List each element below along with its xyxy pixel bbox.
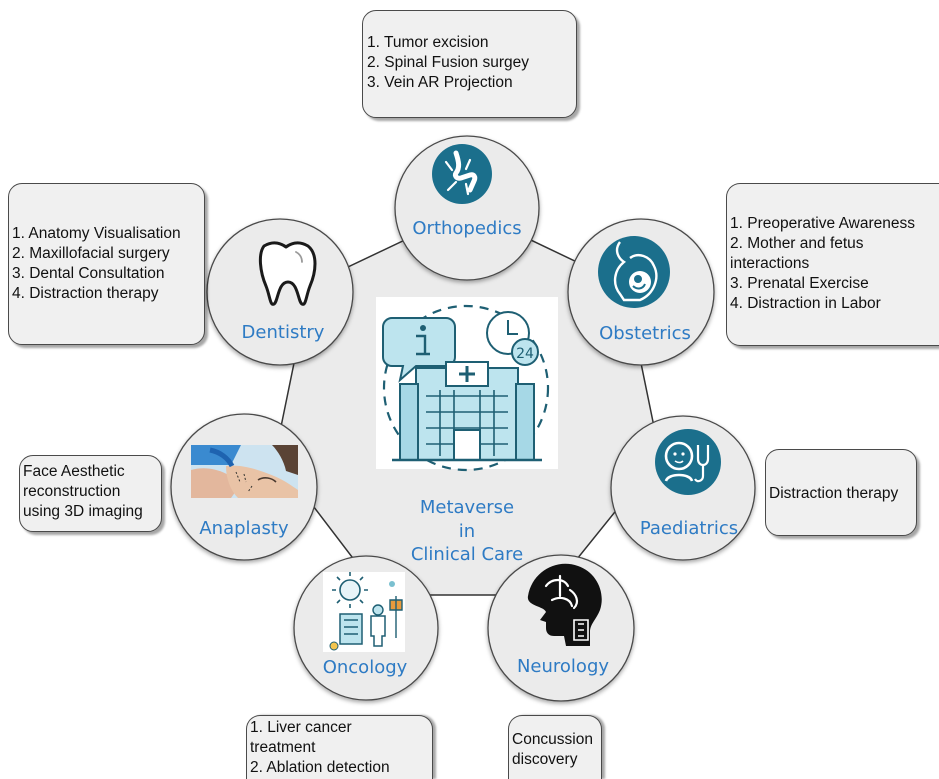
dentistry-callout: 1. Anatomy Visualisation 2. Maxillofacia… [8, 183, 205, 345]
dentistry-node[interactable]: Dentistry [206, 218, 354, 366]
orthopedics-item: 2. Spinal Fusion surgey [367, 54, 529, 71]
brain-head-icon [527, 563, 602, 646]
obstetrics-node[interactable]: Obstetrics [567, 218, 715, 366]
paediatrics-node[interactable]: Paediatrics [610, 415, 756, 561]
obstetrics-callout: 1. Preoperative Awareness 2. Mother and … [726, 183, 939, 346]
orthopedics-callout: 1. Tumor excision 2. Spinal Fusion surge… [362, 10, 577, 118]
neurology-item: Concussion discovery [512, 731, 593, 768]
anaplasty-item: Face Aesthetic reconstruction using 3D i… [23, 463, 143, 520]
dentistry-item: 2. Maxillofacial surgery [12, 245, 170, 262]
hub-title-line1: Metaverse [420, 497, 514, 518]
oncology-item: 1. Liver cancer treatment [250, 719, 352, 756]
dentistry-item: 4. Distraction therapy [12, 285, 159, 302]
knee-joint-icon [432, 144, 492, 204]
tooth-icon [258, 241, 317, 306]
orthopedics-label: Orthopedics [412, 218, 521, 239]
oncology-item: 2. Ablation detection [250, 759, 390, 776]
obstetrics-item: 1. Preoperative Awareness [730, 215, 915, 232]
info-bubble-icon [382, 317, 456, 383]
oncology-label: Oncology [323, 657, 408, 678]
clock-24-icon: 24 [486, 311, 539, 366]
hospital-illustration: 24 [376, 297, 558, 472]
obstetrics-item: 3. Prenatal Exercise [730, 275, 869, 292]
baby-stethoscope-icon [655, 429, 721, 495]
oncology-node[interactable]: Oncology [293, 555, 439, 701]
obstetrics-item: 2. Mother and fetus interactions [730, 235, 864, 272]
paediatrics-item: Distraction therapy [769, 485, 899, 502]
neurology-label: Neurology [517, 656, 609, 677]
anaplasty-label: Anaplasty [199, 518, 289, 539]
hub-title-line2: in [459, 521, 475, 542]
obstetrics-label: Obstetrics [599, 323, 691, 344]
dentistry-item: 1. Anatomy Visualisation [12, 225, 181, 242]
dentistry-label: Dentistry [242, 322, 325, 343]
oncology-callout: 1. Liver cancer treatment 2. Ablation de… [246, 715, 433, 779]
pregnancy-icon [598, 236, 670, 308]
paediatrics-label: Paediatrics [640, 518, 738, 539]
paediatrics-callout: Distraction therapy [765, 449, 917, 536]
neurology-callout: Concussion discovery [508, 715, 602, 779]
svg-text:24: 24 [516, 346, 534, 362]
orthopedics-node[interactable]: Orthopedics [394, 135, 540, 281]
dentistry-item: 3. Dental Consultation [12, 265, 165, 282]
obstetrics-item: 4. Distraction in Labor [730, 295, 881, 312]
hospital-building-icon [392, 361, 542, 462]
anaplasty-callout: Face Aesthetic reconstruction using 3D i… [19, 455, 162, 532]
orthopedics-item: 1. Tumor excision [367, 34, 489, 51]
face-surgery-photo [191, 445, 298, 498]
hub-title-line3: Clinical Care [411, 544, 523, 565]
orthopedics-item: 3. Vein AR Projection [367, 74, 513, 91]
neurology-node[interactable]: Neurology [487, 554, 635, 702]
cancer-treatment-icon [323, 572, 405, 652]
anaplasty-node[interactable]: Anaplasty [170, 413, 318, 561]
